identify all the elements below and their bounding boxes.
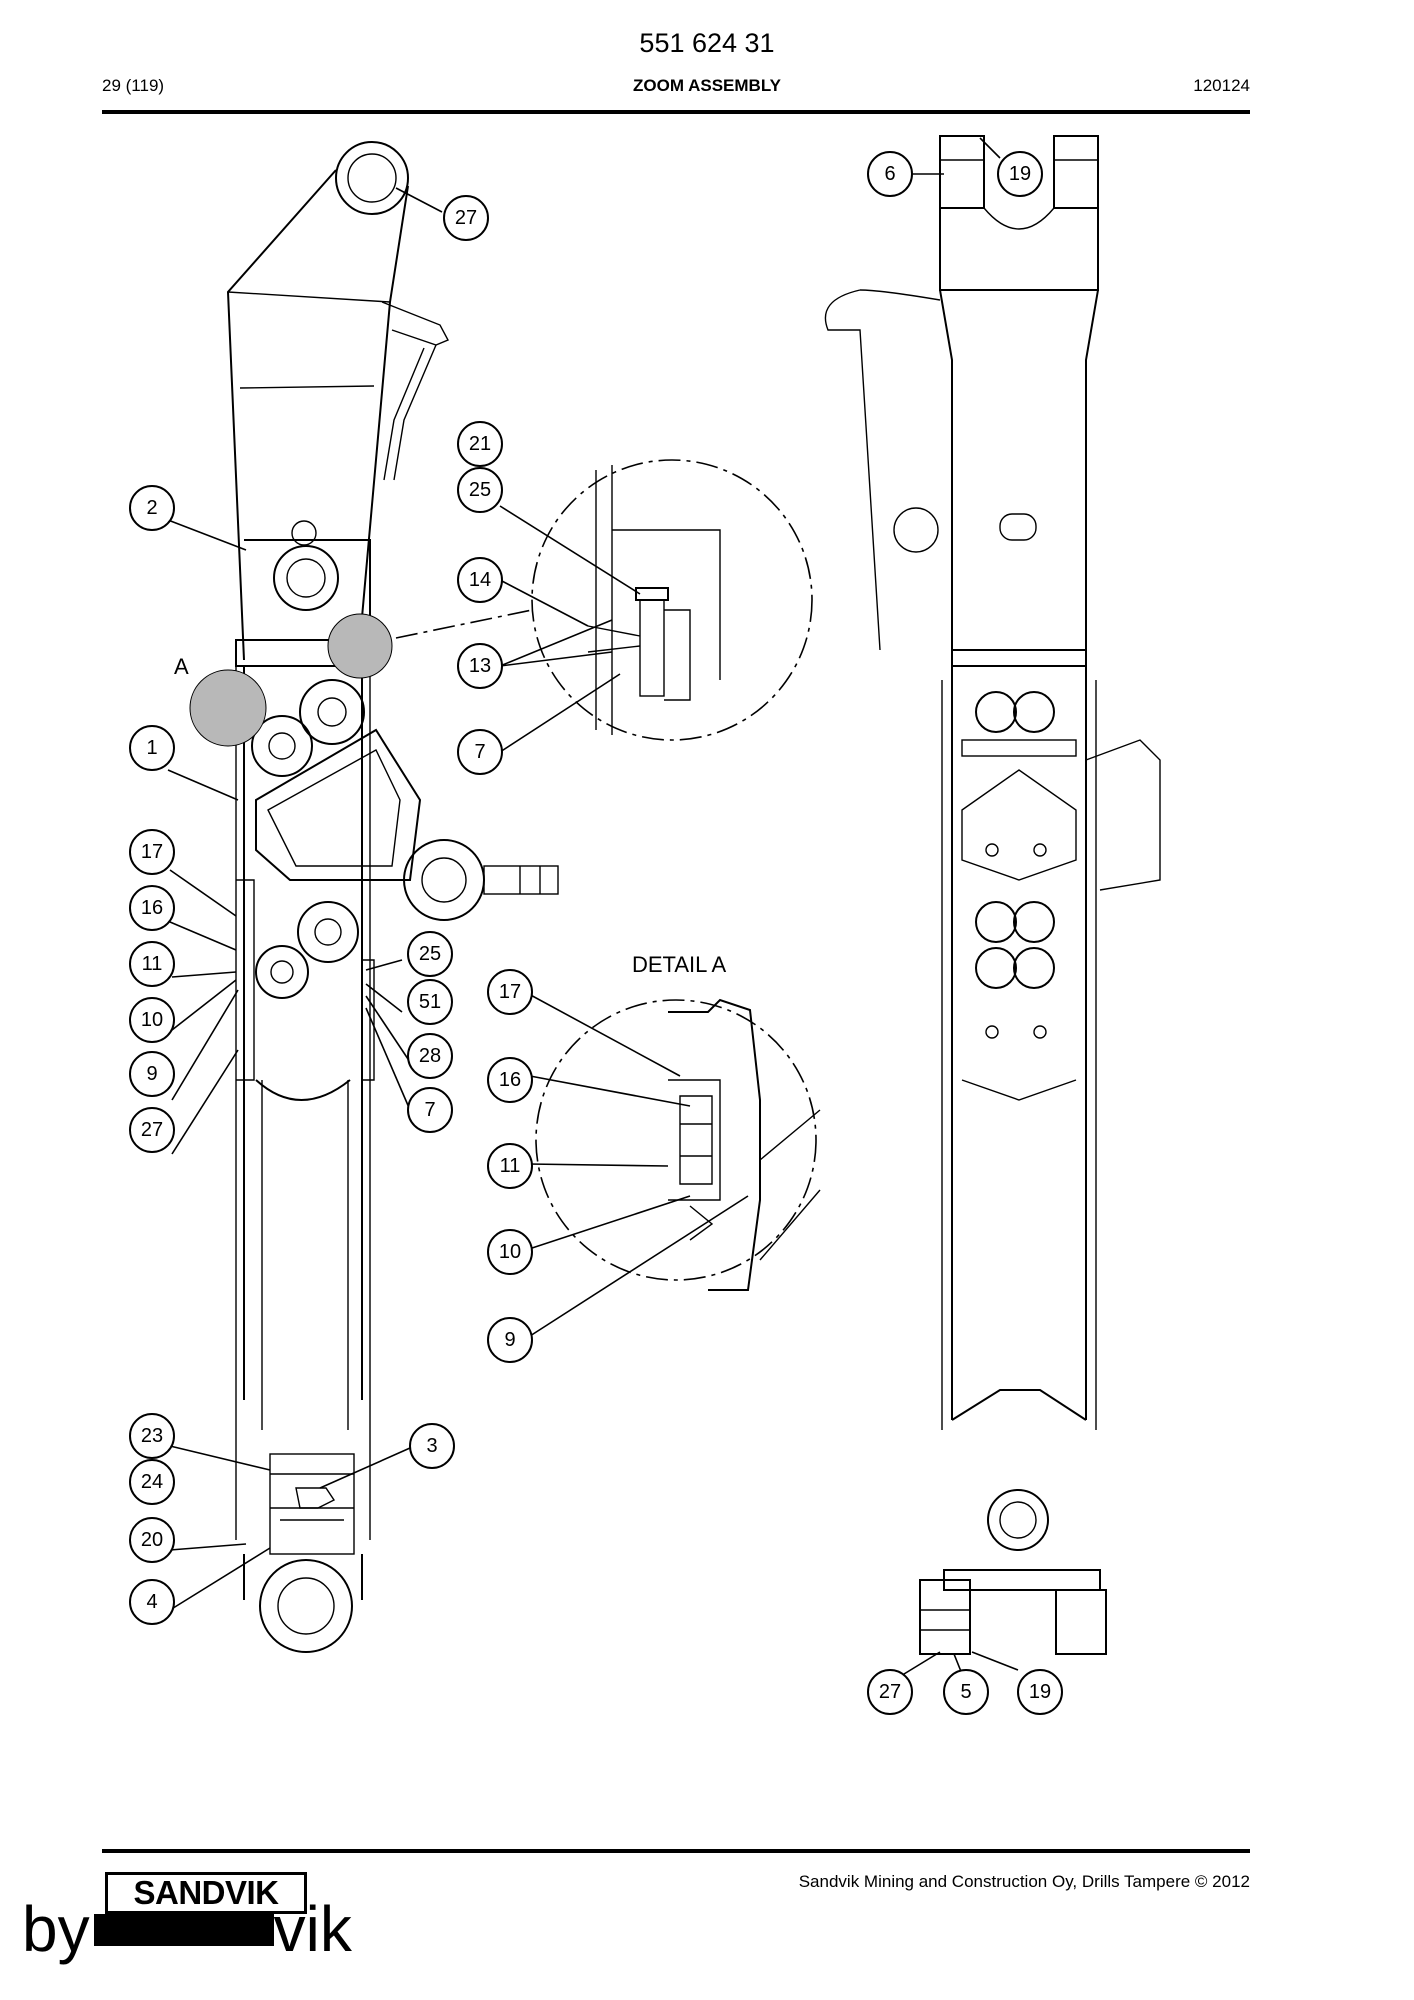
callout-1: 1 xyxy=(129,725,175,771)
callout-10-detail-a: 10 xyxy=(487,1229,533,1275)
callout-14: 14 xyxy=(457,557,503,603)
svg-text:7: 7 xyxy=(424,1099,435,1121)
callout-16-detail-a: 16 xyxy=(487,1057,533,1103)
svg-text:9: 9 xyxy=(146,1063,157,1085)
svg-text:17: 17 xyxy=(141,841,163,863)
svg-text:11: 11 xyxy=(500,1155,521,1177)
callout-20: 20 xyxy=(129,1517,175,1563)
svg-text:5: 5 xyxy=(960,1681,971,1703)
detail-a-label: DETAIL A xyxy=(632,952,726,977)
callout-5: 5 xyxy=(943,1669,989,1715)
callout-25-detail: 25 xyxy=(457,467,503,513)
callout-17-detail-a: 17 xyxy=(487,969,533,1015)
svg-text:16: 16 xyxy=(141,897,163,919)
page-title: ZOOM ASSEMBLY xyxy=(633,76,781,95)
left-view xyxy=(189,141,559,1653)
callout-11-detail-a: 11 xyxy=(487,1143,533,1189)
callout-27-top: 27 xyxy=(443,195,489,241)
callout-16: 16 xyxy=(129,885,175,931)
byline: by vik xyxy=(22,1894,352,1964)
callout-51: 51 xyxy=(407,979,453,1025)
footer-rule xyxy=(102,1849,1250,1853)
callout-24: 24 xyxy=(129,1459,175,1505)
page-number: 29 (119) xyxy=(102,76,165,95)
svg-text:27: 27 xyxy=(879,1681,901,1703)
callout-17: 17 xyxy=(129,829,175,875)
callout-3: 3 xyxy=(409,1423,455,1469)
footer-company: Sandvik Mining and Construction Oy, Dril… xyxy=(798,1872,1250,1891)
svg-text:25: 25 xyxy=(419,943,441,965)
leader-lines xyxy=(167,137,1019,1675)
callout-27-bottom: 27 xyxy=(867,1669,913,1715)
svg-text:28: 28 xyxy=(419,1045,441,1067)
right-view xyxy=(824,135,1161,1655)
svg-text:27: 27 xyxy=(141,1119,163,1141)
callout-28: 28 xyxy=(407,1033,453,1079)
svg-text:19: 19 xyxy=(1009,163,1031,185)
svg-text:27: 27 xyxy=(455,207,477,229)
callout-10: 10 xyxy=(129,997,175,1043)
redaction-bar xyxy=(93,1914,274,1947)
part-number: 551 624 31 xyxy=(639,28,775,58)
callout-7-left: 7 xyxy=(407,1087,453,1133)
callout-7-detail: 7 xyxy=(457,729,503,775)
svg-text:6: 6 xyxy=(884,163,895,185)
svg-text:10: 10 xyxy=(499,1241,521,1263)
svg-text:13: 13 xyxy=(469,655,491,677)
header-rule xyxy=(102,110,1250,114)
svg-text:4: 4 xyxy=(146,1591,157,1613)
svg-text:7: 7 xyxy=(474,741,485,763)
svg-text:19: 19 xyxy=(1029,1681,1051,1703)
callout-6: 6 xyxy=(867,151,913,197)
svg-text:3: 3 xyxy=(426,1435,437,1457)
detail-a xyxy=(535,998,821,1291)
callout-23: 23 xyxy=(129,1413,175,1459)
svg-text:11: 11 xyxy=(142,953,163,975)
svg-text:24: 24 xyxy=(141,1471,163,1493)
callout-25-left: 25 xyxy=(407,931,453,977)
callout-27-mid: 27 xyxy=(129,1107,175,1153)
date-code: 120124 xyxy=(1193,76,1250,95)
callouts: 27 2 1 17 16 11 10 9 27 25 51 28 7 23 24… xyxy=(129,151,1063,1715)
svg-text:51: 51 xyxy=(419,991,441,1013)
svg-text:2: 2 xyxy=(146,497,157,519)
svg-text:25: 25 xyxy=(469,479,491,501)
byline-prefix: by xyxy=(22,1893,90,1965)
svg-text:9: 9 xyxy=(504,1329,515,1351)
svg-text:20: 20 xyxy=(141,1529,163,1551)
svg-text:23: 23 xyxy=(141,1425,163,1447)
byline-suffix: vik xyxy=(273,1893,352,1965)
callout-19-top: 19 xyxy=(997,151,1043,197)
svg-text:16: 16 xyxy=(499,1069,521,1091)
callout-21: 21 xyxy=(457,421,503,467)
callout-13: 13 xyxy=(457,643,503,689)
svg-text:10: 10 xyxy=(141,1009,163,1031)
callout-19-bottom: 19 xyxy=(1017,1669,1063,1715)
detail-upper xyxy=(531,459,813,741)
callout-4: 4 xyxy=(129,1579,175,1625)
view-label-a: A xyxy=(174,654,189,679)
svg-text:14: 14 xyxy=(469,569,491,591)
callout-9-detail-a: 9 xyxy=(487,1317,533,1363)
sandvik-logo: SANDVIK xyxy=(105,1872,307,1914)
callout-9: 9 xyxy=(129,1051,175,1097)
callout-11: 11 xyxy=(129,941,175,987)
svg-text:1: 1 xyxy=(146,737,157,759)
svg-text:21: 21 xyxy=(469,433,491,455)
svg-text:17: 17 xyxy=(499,981,521,1003)
callout-2: 2 xyxy=(129,485,175,531)
